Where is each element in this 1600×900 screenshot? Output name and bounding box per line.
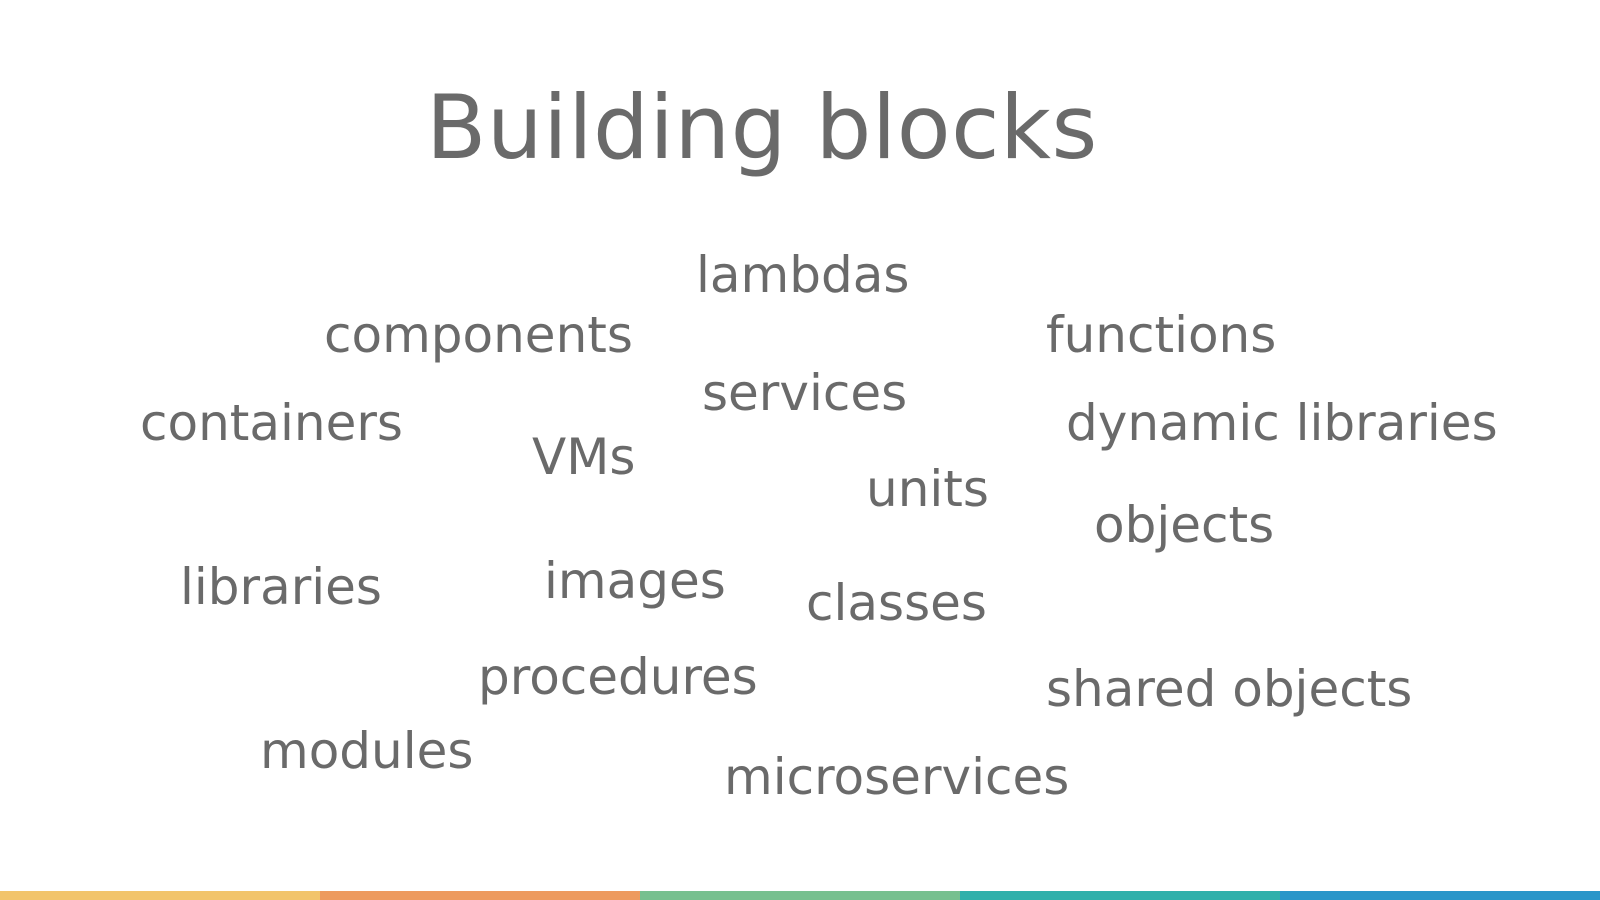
word-vms: VMs xyxy=(532,428,636,486)
word-dynamic-libraries: dynamic libraries xyxy=(1066,394,1498,452)
accent-bar-segment-orange xyxy=(320,891,640,900)
accent-color-bar xyxy=(0,891,1600,900)
word-services: services xyxy=(702,364,908,422)
word-shared-objects: shared objects xyxy=(1046,660,1413,718)
word-containers: containers xyxy=(140,394,403,452)
word-components: components xyxy=(324,306,633,364)
accent-bar-segment-yellow xyxy=(0,891,320,900)
word-lambdas: lambdas xyxy=(696,246,910,304)
accent-bar-segment-teal xyxy=(960,891,1280,900)
accent-bar-segment-blue xyxy=(1280,891,1600,900)
slide-title: Building blocks xyxy=(426,76,1098,179)
word-procedures: procedures xyxy=(478,648,758,706)
word-units: units xyxy=(866,460,989,518)
word-objects: objects xyxy=(1094,496,1275,554)
word-functions: functions xyxy=(1046,306,1277,364)
word-microservices: microservices xyxy=(724,748,1070,806)
word-modules: modules xyxy=(260,722,474,780)
word-libraries: libraries xyxy=(180,558,382,616)
word-images: images xyxy=(544,552,726,610)
word-classes: classes xyxy=(806,574,987,632)
accent-bar-segment-green xyxy=(640,891,960,900)
